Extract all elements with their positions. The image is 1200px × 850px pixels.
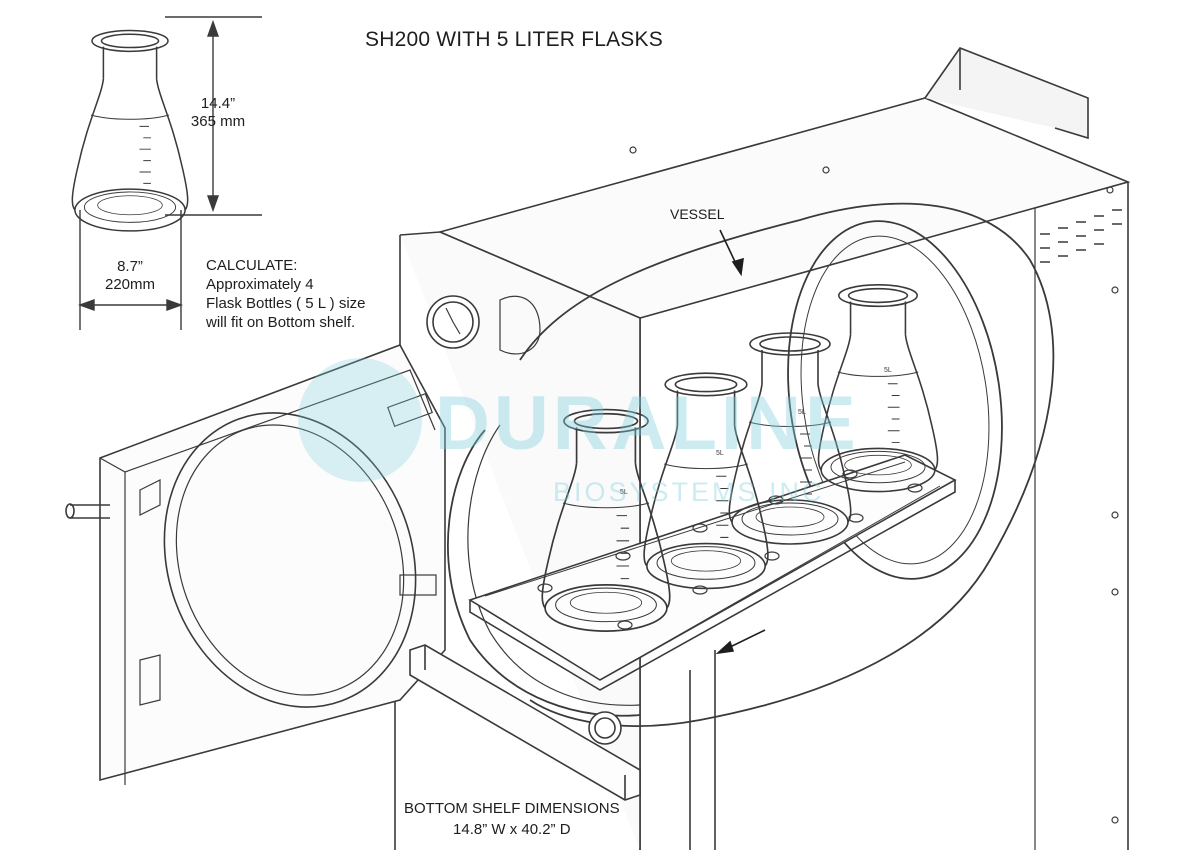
- diagram-title: SH200 WITH 5 LITER FLASKS: [365, 28, 663, 51]
- vessel-arrow: [719, 229, 744, 277]
- flask-height-label: 14.4” 365 mm: [187, 95, 249, 131]
- flask-width-inches: 8.7”: [117, 258, 143, 275]
- calculation-line-1: Approximately 4: [206, 276, 314, 293]
- shelf-rail: [409, 644, 641, 801]
- shelf-dimensions-heading: BOTTOM SHELF DIMENSIONS: [404, 800, 620, 817]
- autoclave-cabinet: [394, 47, 1131, 850]
- calculation-line-3: will fit on Bottom shelf.: [206, 314, 356, 331]
- flask-marking-3: 5L: [798, 409, 806, 416]
- watermark-subtitle: BIOSYSTEMS INC: [553, 477, 825, 507]
- vessel-chamber: [447, 202, 1055, 727]
- dimension-lines: [77, 16, 262, 330]
- flask-height-inches: 14.4”: [200, 95, 236, 112]
- flask-marking-4: 5L: [884, 367, 892, 374]
- bottom-shelf-dimensions: BOTTOM SHELF DIMENSIONS 14.8” W x 40.2” …: [404, 798, 620, 840]
- flask-marking-1: 5L: [620, 489, 628, 496]
- vessel-label: VESSEL: [670, 206, 725, 222]
- calculation-note: CALCULATE: Approximately 4 Flask Bottles…: [206, 256, 366, 332]
- shelf-direction-arrow: [715, 629, 766, 655]
- watermark-brand: DURALINE: [435, 381, 860, 466]
- shelf-dimensions-size: 14.8” W x 40.2” D: [453, 821, 571, 838]
- flask-marking-2: 5L: [716, 450, 724, 457]
- reference-flask: [71, 29, 189, 232]
- calculation-line-2: Flask Bottles ( 5 L ) size: [206, 295, 366, 312]
- calculation-heading: CALCULATE:: [206, 257, 298, 274]
- watermark-logo-circle: [298, 358, 422, 482]
- open-door: [65, 344, 446, 785]
- flask-width-label: 8.7” 220mm: [90, 258, 170, 294]
- flask-height-mm: 365 mm: [190, 113, 246, 130]
- flask-width-mm: 220mm: [104, 276, 156, 293]
